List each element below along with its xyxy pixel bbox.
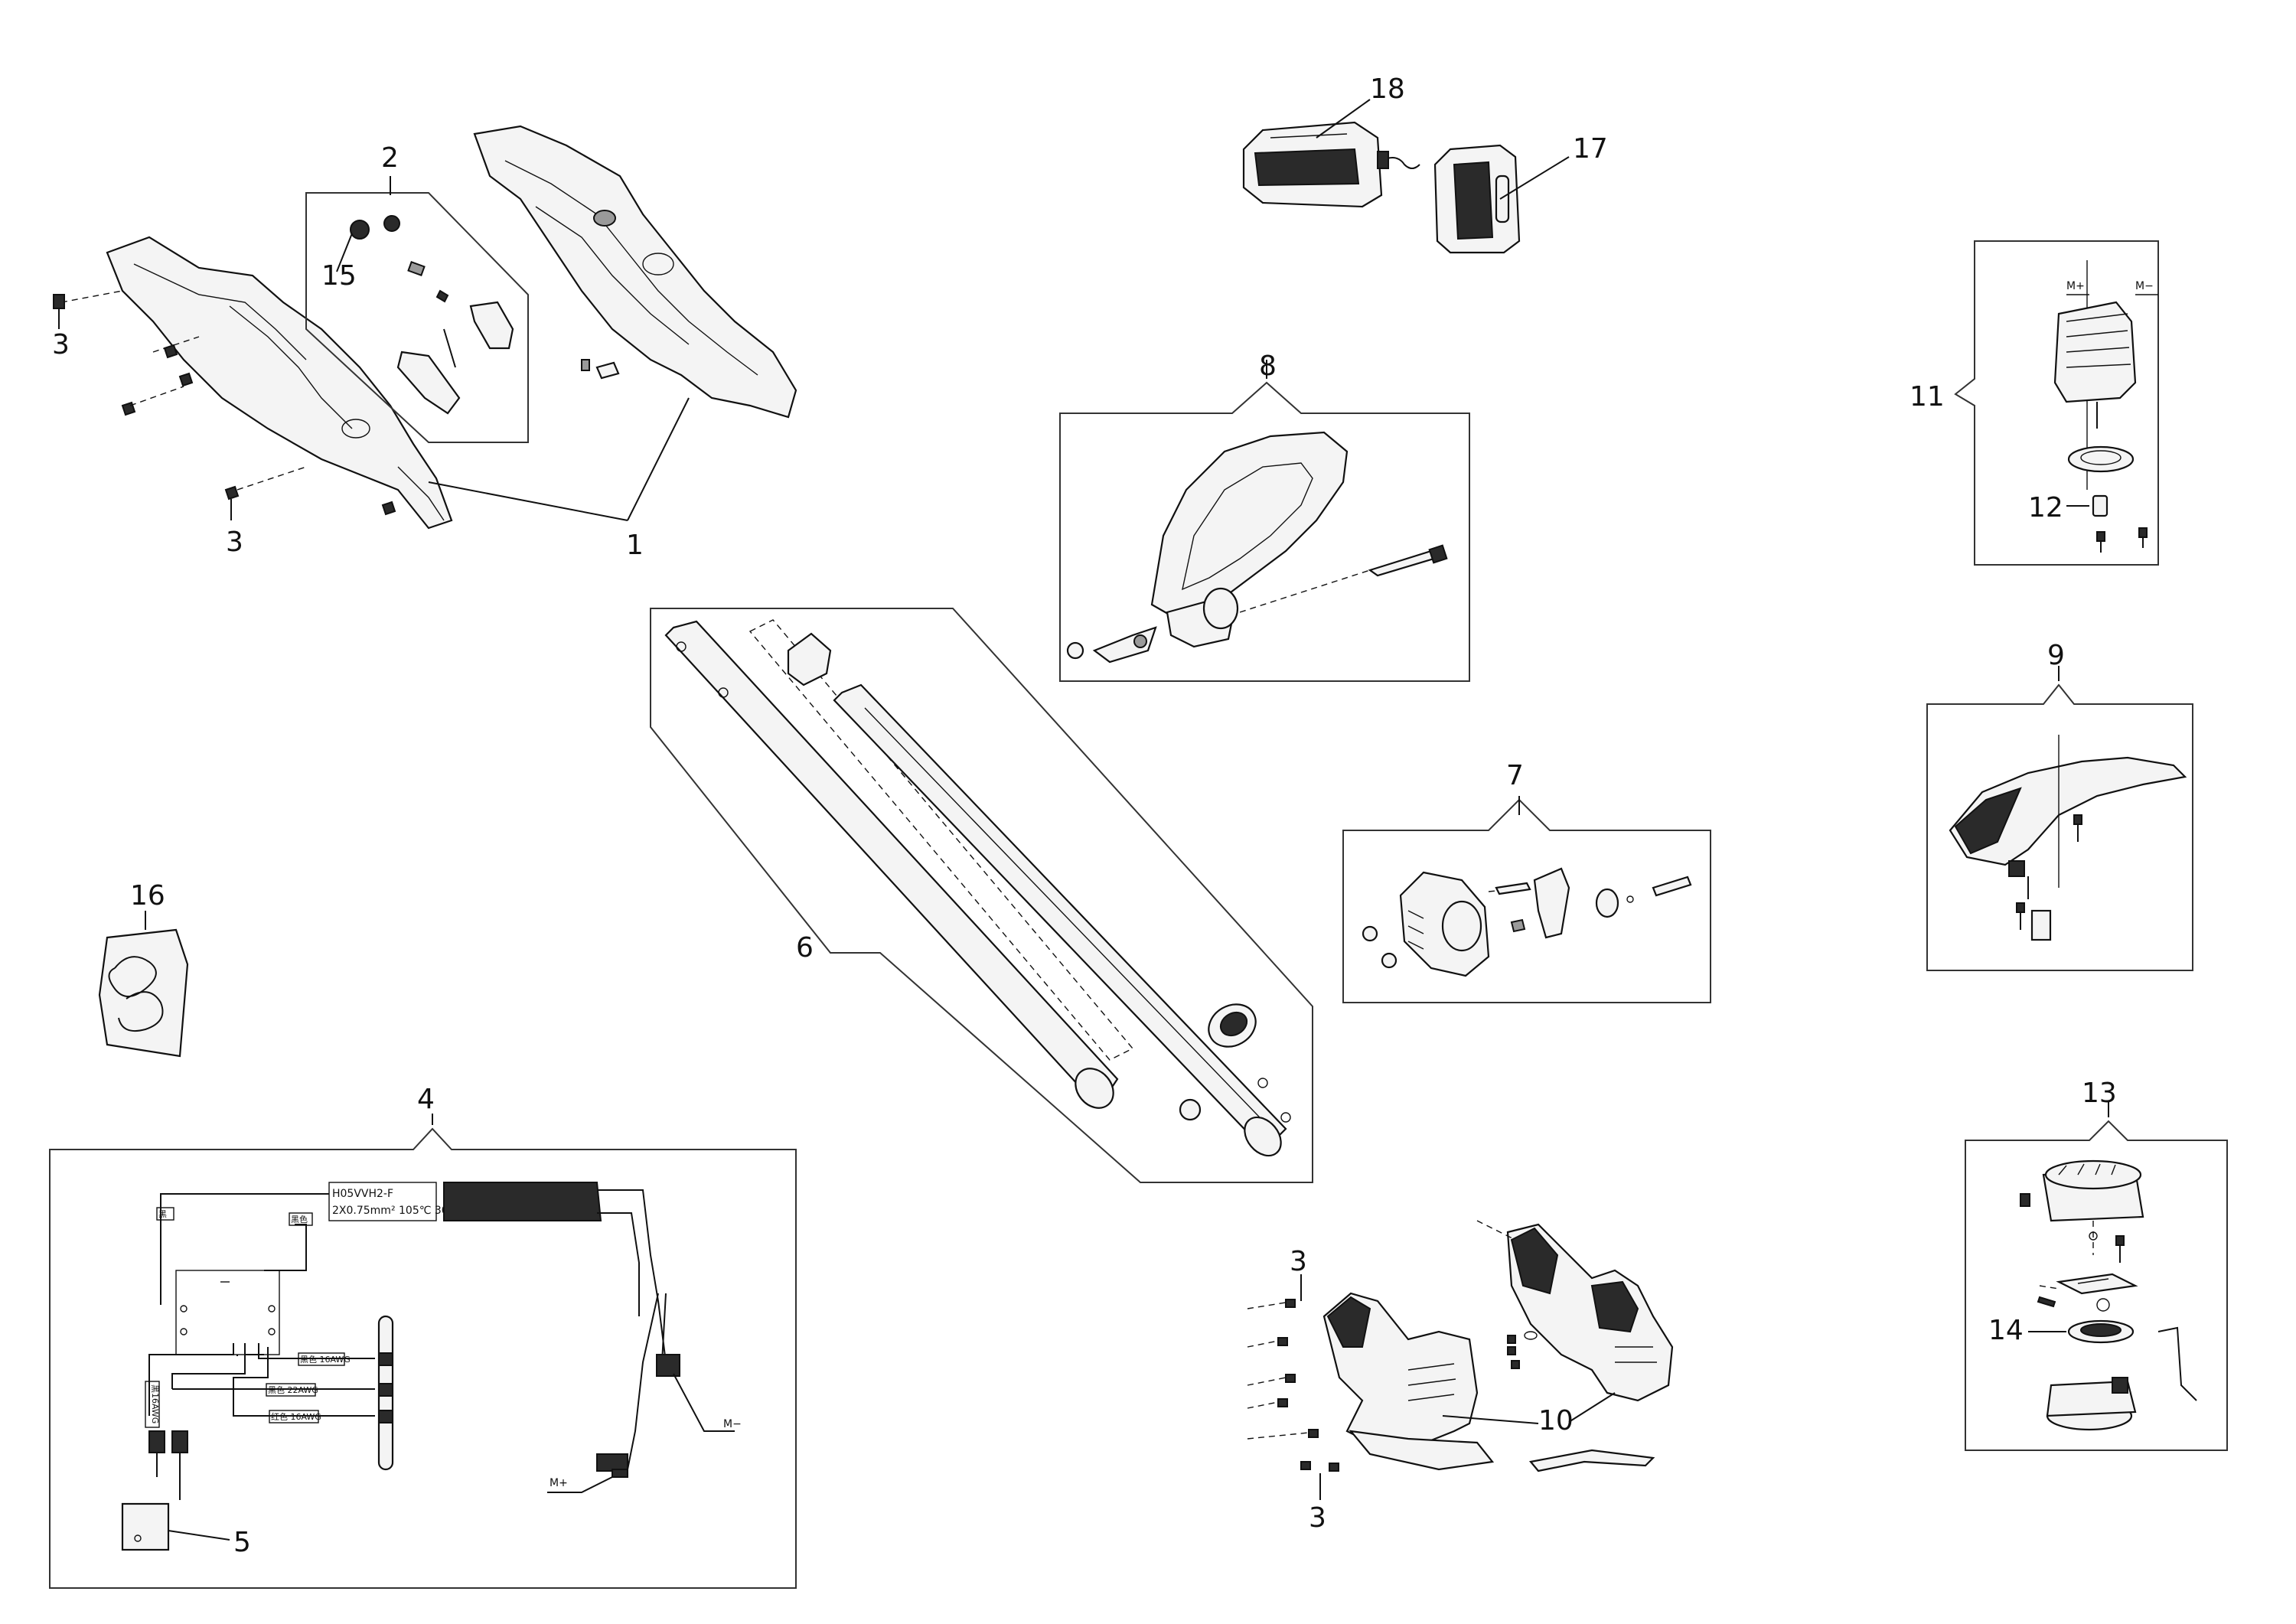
wire-tag-vertical: 黑16AWG <box>150 1384 160 1423</box>
wire-label-3: 红色 16AWG <box>271 1411 321 1422</box>
battery-part-17 <box>1433 144 1570 254</box>
callout-6: 6 <box>796 932 814 964</box>
screw-set-3 <box>53 290 396 520</box>
warning-label-16 <box>98 911 189 1058</box>
callout-3-bottom-left: 3 <box>226 527 243 558</box>
shaft-tube-box-6 <box>650 608 1313 1183</box>
wire-m-minus-label: M− <box>723 1418 742 1430</box>
callout-1: 1 <box>626 530 644 561</box>
callout-3-bottom-top: 3 <box>1290 1246 1307 1277</box>
callout-18: 18 <box>1370 73 1405 105</box>
cable-spec-line1: H05VVH2-F <box>332 1188 393 1200</box>
callout-8: 8 <box>1259 351 1277 382</box>
charger-part-18 <box>1242 99 1420 208</box>
wire-label-2: 黑色 22AWG <box>268 1384 318 1395</box>
handle-housing-assembly <box>53 125 797 530</box>
auxiliary-handle-box-8 <box>1059 360 1470 682</box>
spool-head-box-13 <box>1965 1102 2228 1451</box>
wire-tag-top-left: 黑 <box>158 1209 167 1219</box>
wiring-harness-box-4: H05VVH2-F 2X0.75mm² 105℃ 300V 黑 黑色 黑色 16… <box>49 1114 797 1589</box>
motor-m-plus-label: M+ <box>2066 280 2085 292</box>
callout-14: 14 <box>1988 1315 2024 1346</box>
callout-10: 10 <box>1538 1405 1574 1436</box>
callout-17: 17 <box>1573 133 1608 165</box>
callout-11: 11 <box>1910 381 1945 413</box>
callout-2: 2 <box>381 142 399 174</box>
wire-tag-top-right: 黑色 <box>291 1214 308 1225</box>
wire-m-plus-label: M+ <box>550 1477 568 1489</box>
callout-9: 9 <box>2047 640 2065 671</box>
callout-3-top-left: 3 <box>52 329 70 360</box>
callout-16: 16 <box>130 880 165 911</box>
wire-label-1: 黑色 16AWG <box>300 1354 351 1365</box>
cable-spec-line2: 2X0.75mm² 105℃ 300V <box>332 1205 463 1217</box>
callout-15: 15 <box>321 260 357 292</box>
motor-head-housing-10 <box>1247 1220 1674 1500</box>
coupler-box-7 <box>1342 796 1711 1003</box>
callout-7: 7 <box>1506 760 1524 791</box>
motor-assembly-box: M+ M− <box>1954 240 2159 566</box>
callout-4: 4 <box>417 1084 435 1115</box>
callout-3-bottom-low: 3 <box>1309 1502 1326 1534</box>
screw-set-3-bottom <box>1247 1299 1538 1472</box>
callout-13: 13 <box>2082 1078 2117 1109</box>
callout-12: 12 <box>2028 492 2063 523</box>
motor-m-minus-label: M− <box>2135 280 2154 292</box>
callout-5: 5 <box>233 1527 251 1558</box>
guard-box-9 <box>1926 666 2193 971</box>
